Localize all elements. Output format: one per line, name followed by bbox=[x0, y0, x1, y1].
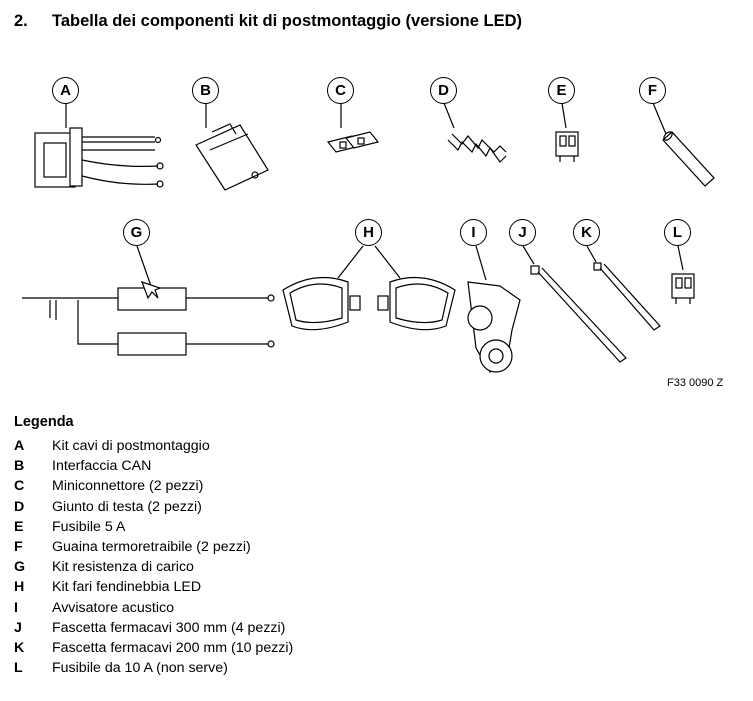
legend-key: B bbox=[14, 458, 25, 475]
legend-item: G Kit resistenza di carico bbox=[14, 557, 293, 577]
section-heading: 2. Tabella dei componenti kit di postmon… bbox=[14, 12, 522, 31]
legend-text: Fusibile da 10 A (non serve) bbox=[52, 660, 228, 677]
fuse-5a-drawing bbox=[555, 102, 579, 162]
legend-item: B Interfaccia CAN bbox=[14, 456, 293, 476]
callout-l: L bbox=[664, 219, 691, 246]
legend-text: Interfaccia CAN bbox=[52, 458, 152, 475]
horn-drawing bbox=[467, 245, 521, 373]
legend-key: A bbox=[14, 438, 25, 455]
legend-item: A Kit cavi di postmontaggio bbox=[14, 436, 293, 456]
legend-item: J Fascetta fermacavi 300 mm (4 pezzi) bbox=[14, 618, 293, 638]
callout-g: G bbox=[123, 219, 150, 246]
legend-item: H Kit fari fendinebbia LED bbox=[14, 577, 293, 597]
section-title: Tabella dei componenti kit di postmontag… bbox=[52, 12, 522, 30]
callout-e: E bbox=[548, 77, 575, 104]
legend-text: Kit resistenza di carico bbox=[52, 559, 194, 576]
legend-key: H bbox=[14, 579, 25, 596]
legend-text: Miniconnettore (2 pezzi) bbox=[52, 478, 204, 495]
legend-text: Kit cavi di postmontaggio bbox=[52, 438, 210, 455]
legend-text: Fascetta fermacavi 200 mm (10 pezzi) bbox=[52, 639, 294, 656]
legend-key: D bbox=[14, 498, 25, 515]
callout-j: J bbox=[509, 219, 536, 246]
legend-text: Kit fari fendinebbia LED bbox=[52, 579, 202, 596]
butt-connector-drawing bbox=[443, 102, 507, 163]
legend-key: G bbox=[14, 559, 26, 576]
fog-light-drawing bbox=[282, 245, 456, 331]
legend-item: K Fascetta fermacavi 200 mm (10 pezzi) bbox=[14, 638, 293, 658]
legend-key: F bbox=[14, 539, 23, 556]
cable-tie-200-drawing bbox=[586, 245, 661, 331]
legend-text: Fusibile 5 A bbox=[52, 518, 126, 535]
legend-item: D Giunto di testa (2 pezzi) bbox=[14, 497, 293, 517]
legend-list: A Kit cavi di postmontaggio B Interfaccia … bbox=[14, 436, 293, 678]
legend-text: Giunto di testa (2 pezzi) bbox=[52, 498, 202, 515]
legend-text: Avvisatore acustico bbox=[52, 599, 174, 616]
callout-b: B bbox=[192, 77, 219, 104]
callout-h: H bbox=[355, 219, 382, 246]
wire-harness-drawing bbox=[34, 103, 164, 188]
legend-key: E bbox=[14, 518, 24, 535]
callout-d: D bbox=[430, 77, 457, 104]
callout-a: A bbox=[52, 77, 79, 104]
mini-connector-drawing bbox=[326, 103, 380, 153]
heat-shrink-drawing bbox=[652, 102, 715, 187]
figure-code: F33 0090 Z bbox=[667, 377, 724, 389]
legend-text: Guaina termoretraibile (2 pezzi) bbox=[52, 539, 251, 556]
cable-tie-300-drawing bbox=[522, 245, 627, 363]
legend-item: E Fusibile 5 A bbox=[14, 517, 293, 537]
load-resistor-drawing bbox=[22, 245, 275, 356]
legend-key: C bbox=[14, 478, 25, 495]
legend-item: C Miniconnettore (2 pezzi) bbox=[14, 476, 293, 496]
callout-k: K bbox=[573, 219, 600, 246]
legend-item: I Avvisatore acustico bbox=[14, 598, 293, 618]
callout-f: F bbox=[639, 77, 666, 104]
callout-i: I bbox=[460, 219, 487, 246]
callout-c: C bbox=[327, 77, 354, 104]
can-interface-drawing bbox=[195, 103, 269, 191]
legend-key: I bbox=[14, 599, 18, 616]
components-illustration bbox=[22, 102, 715, 373]
legend-key: L bbox=[14, 660, 23, 677]
legend-item: L Fusibile da 10 A (non serve) bbox=[14, 658, 293, 678]
section-number: 2. bbox=[14, 12, 28, 30]
legend-title: Legenda bbox=[14, 414, 74, 430]
fuse-10a-drawing bbox=[671, 245, 695, 304]
legend-key: K bbox=[14, 639, 25, 656]
legend-text: Fascetta fermacavi 300 mm (4 pezzi) bbox=[52, 619, 286, 636]
legend-key: J bbox=[14, 619, 22, 636]
legend-item: F Guaina termoretraibile (2 pezzi) bbox=[14, 537, 293, 557]
